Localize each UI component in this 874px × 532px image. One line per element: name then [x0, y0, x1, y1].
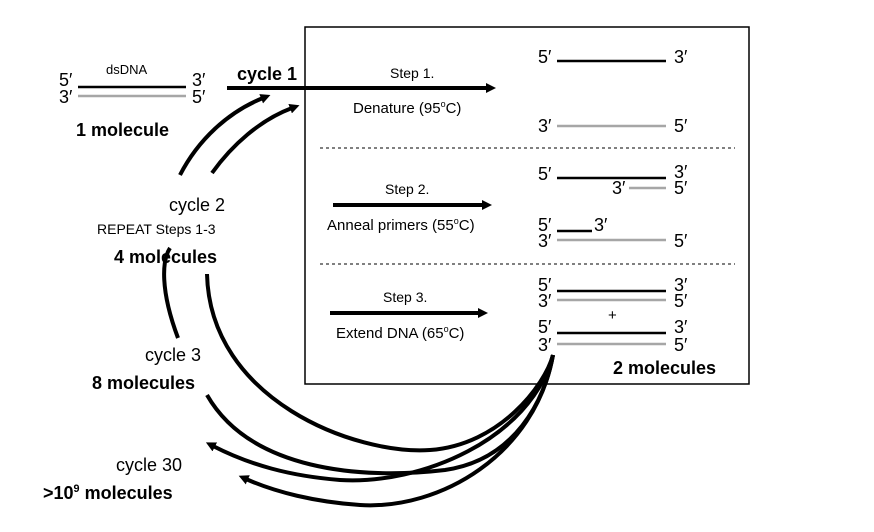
- cycle30-label: cycle 30: [116, 455, 183, 475]
- step3-dup1-5prime: 5′: [538, 275, 552, 295]
- step2-primer-3prime: 3′: [612, 178, 626, 198]
- dsdna-3prime-bottom: 3′: [59, 87, 73, 107]
- cycle2-label: cycle 2: [169, 195, 226, 215]
- result-count: 2 molecules: [613, 358, 717, 378]
- step3-dup2-3prime-left: 3′: [538, 335, 552, 355]
- step3-desc-degree: o: [443, 324, 449, 334]
- step2-desc: Anneal primers (55oC): [327, 216, 475, 234]
- step3-dup2-5prime-right: 5′: [674, 335, 688, 355]
- loop-arc-outer: [205, 354, 555, 476]
- step1-desc-suffix: C): [445, 100, 462, 117]
- return-arrow-cycle30-b: [238, 354, 555, 508]
- step2-lower-primer-3prime: 3′: [594, 215, 608, 235]
- cycle3-label: cycle 3: [145, 345, 202, 365]
- step2-desc-degree: o: [453, 216, 459, 226]
- cycle30-count-prefix: >10: [43, 483, 74, 503]
- step3-dup1-3prime-left: 3′: [538, 291, 552, 311]
- step2-lower-3prime: 3′: [538, 231, 552, 251]
- step3-desc-suffix: C): [448, 325, 465, 342]
- step1-bottom-3prime: 3′: [538, 116, 552, 136]
- return-arrow-cycle2-inner: [210, 104, 300, 175]
- loop-arc-products: [205, 273, 555, 453]
- step2-title: Step 2.: [385, 181, 430, 197]
- step3-dup1-3prime-right: 3′: [674, 275, 688, 295]
- cycle30-count: >109 molecules: [43, 484, 173, 502]
- step2-top-3prime: 3′: [674, 162, 688, 182]
- step1-bottom-5prime: 5′: [674, 116, 688, 136]
- cycle3-count: 8 molecules: [92, 373, 196, 393]
- dsdna-5prime-top: 5′: [59, 70, 73, 90]
- step1-desc: Denature (95oC): [353, 99, 462, 117]
- step1-title: Step 1.: [390, 65, 435, 81]
- step3-dup1-5prime-right: 5′: [674, 291, 688, 311]
- dsdna-label: dsDNA: [106, 62, 148, 77]
- cycle1-label: cycle 1: [237, 64, 298, 84]
- dsdna-5prime-bottom: 5′: [192, 87, 206, 107]
- step1-desc-degree: o: [440, 99, 446, 109]
- step2-primer-5prime: 5′: [674, 178, 688, 198]
- step2-top-5prime: 5′: [538, 164, 552, 184]
- step2-lower-5prime-right: 5′: [674, 231, 688, 251]
- cycle2-note: REPEAT Steps 1-3: [97, 221, 216, 237]
- cycle30-count-suffix: molecules: [79, 483, 173, 503]
- step3-dup2-5prime: 5′: [538, 317, 552, 337]
- process-box: [304, 26, 750, 385]
- step3-title: Step 3.: [383, 289, 428, 305]
- step3-desc-prefix: Extend DNA (65: [336, 325, 444, 342]
- step1-top-3prime: 3′: [674, 47, 688, 67]
- step2-lower-5prime: 5′: [538, 215, 552, 235]
- start-count: 1 molecule: [76, 120, 170, 140]
- dsdna-3prime-top: 3′: [192, 70, 206, 90]
- return-arrow-cycle2-outer: [178, 94, 271, 176]
- loop-arc-cycle3: [162, 246, 180, 339]
- plus-sign: +: [608, 307, 617, 324]
- return-arrow-cycle30-a: [205, 354, 555, 483]
- step3-dup2-3prime-right: 3′: [674, 317, 688, 337]
- step1-top-5prime: 5′: [538, 47, 552, 67]
- step1-desc-prefix: Denature (95: [353, 100, 441, 117]
- cycle30-count-exponent: 9: [73, 483, 80, 495]
- step2-desc-prefix: Anneal primers (55: [327, 217, 454, 234]
- step2-desc-suffix: C): [458, 217, 475, 234]
- cycle2-count: 4 molecules: [114, 247, 218, 267]
- step3-desc: Extend DNA (65oC): [336, 324, 465, 342]
